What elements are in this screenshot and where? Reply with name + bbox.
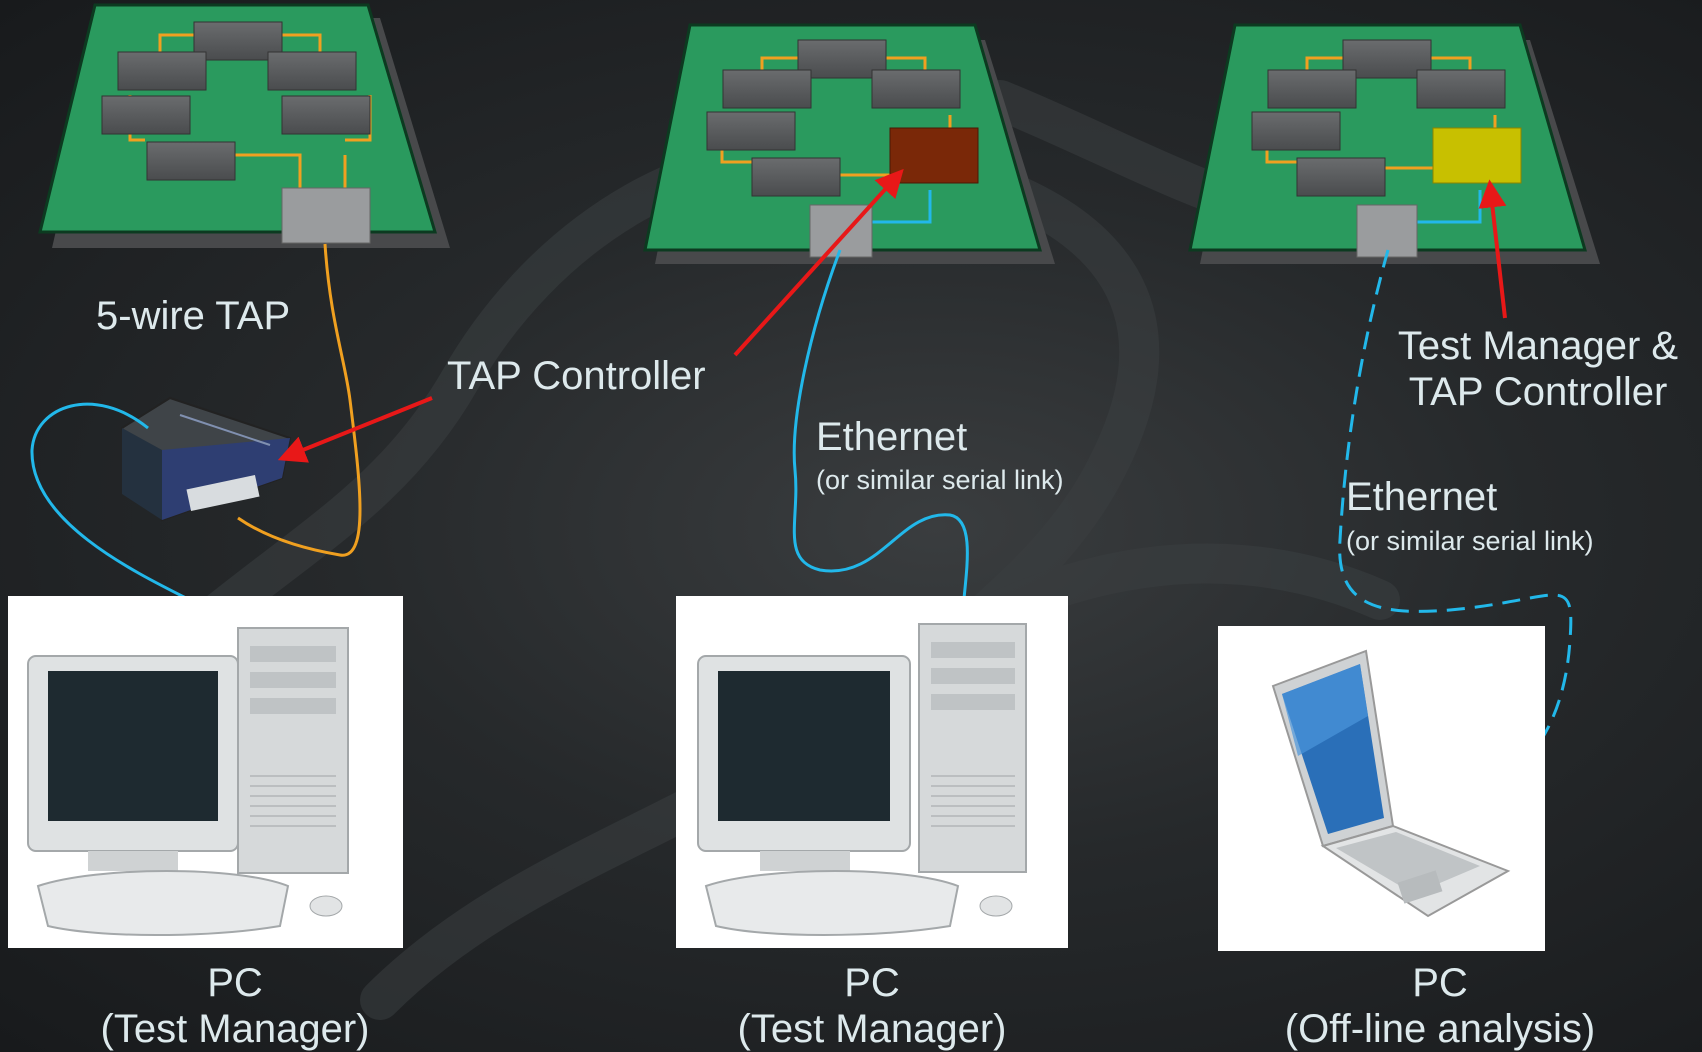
red-arrow-to-controller-box [277,396,433,463]
laptop-icon [1271,649,1511,918]
desktop-pc-photo-1 [8,596,403,948]
tap-connector [281,187,371,244]
chip [722,69,812,109]
board-2-blue-trace [872,190,932,224]
chip [797,39,887,79]
chip [1251,111,1341,151]
pc-role: (Test Manager) [737,1007,1007,1051]
desktop-pc-photo-2 [676,596,1068,948]
ethernet-note-1: (or similar serial link) [816,465,1064,495]
desktop-pc-icon [697,623,1027,936]
board-1-chips [101,21,371,244]
jtag-controller-box-icon [120,396,292,522]
laptop-photo [1218,626,1545,951]
test-manager-tap-line-1: Test Manager & [1397,324,1679,368]
chip [871,69,961,109]
chip [101,95,191,135]
ethernet-label-2: Ethernet [1346,475,1498,519]
chip [267,51,357,91]
chip [751,157,841,197]
chip [1342,39,1432,79]
chip [1267,69,1357,109]
pc-title: PC [1412,961,1468,1005]
desktop-pc-icon [27,627,349,936]
test-manager-tap-line-2: TAP Controller [1408,370,1668,414]
board-2-chips [706,39,979,258]
circuit-board-3 [1188,23,1600,264]
pc-role: (Off-line analysis) [1284,1007,1596,1051]
chip [117,51,207,91]
test-manager-chip [1432,127,1522,184]
tap-controller-label: TAP Controller [447,354,706,398]
red-arrow-to-test-manager-chip [1478,179,1507,319]
five-wire-tap-label: 5-wire TAP [96,294,291,338]
chip [1416,69,1506,109]
pc-label-3: PC (Off-line analysis) [1245,960,1635,1052]
tap-connector [1356,204,1418,258]
blue-ethernet-cable-1 [792,249,969,629]
pc-title: PC [207,961,263,1005]
test-manager-tap-label: Test Manager & TAP Controller [1388,323,1688,415]
orange-tap-cable [237,243,362,557]
tap-controller-chip [889,127,979,184]
chip [146,141,236,181]
pc-label-2: PC (Test Manager) [677,960,1067,1052]
blue-ethernet-cable-2-dashed [1338,249,1573,804]
ethernet-label-1: Ethernet [816,415,968,459]
chip [281,95,371,135]
pc-label-1: PC (Test Manager) [40,960,430,1052]
ethernet-note-2: (or similar serial link) [1346,526,1594,556]
pc-role: (Test Manager) [100,1007,370,1051]
chip [706,111,796,151]
board-3-chips [1251,39,1522,258]
pc-title: PC [844,961,900,1005]
circuit-board-1 [38,3,450,248]
red-arrow-to-tap-chip [733,168,904,357]
circuit-board-2 [643,23,1055,264]
chip [193,21,283,61]
chip [1296,157,1386,197]
